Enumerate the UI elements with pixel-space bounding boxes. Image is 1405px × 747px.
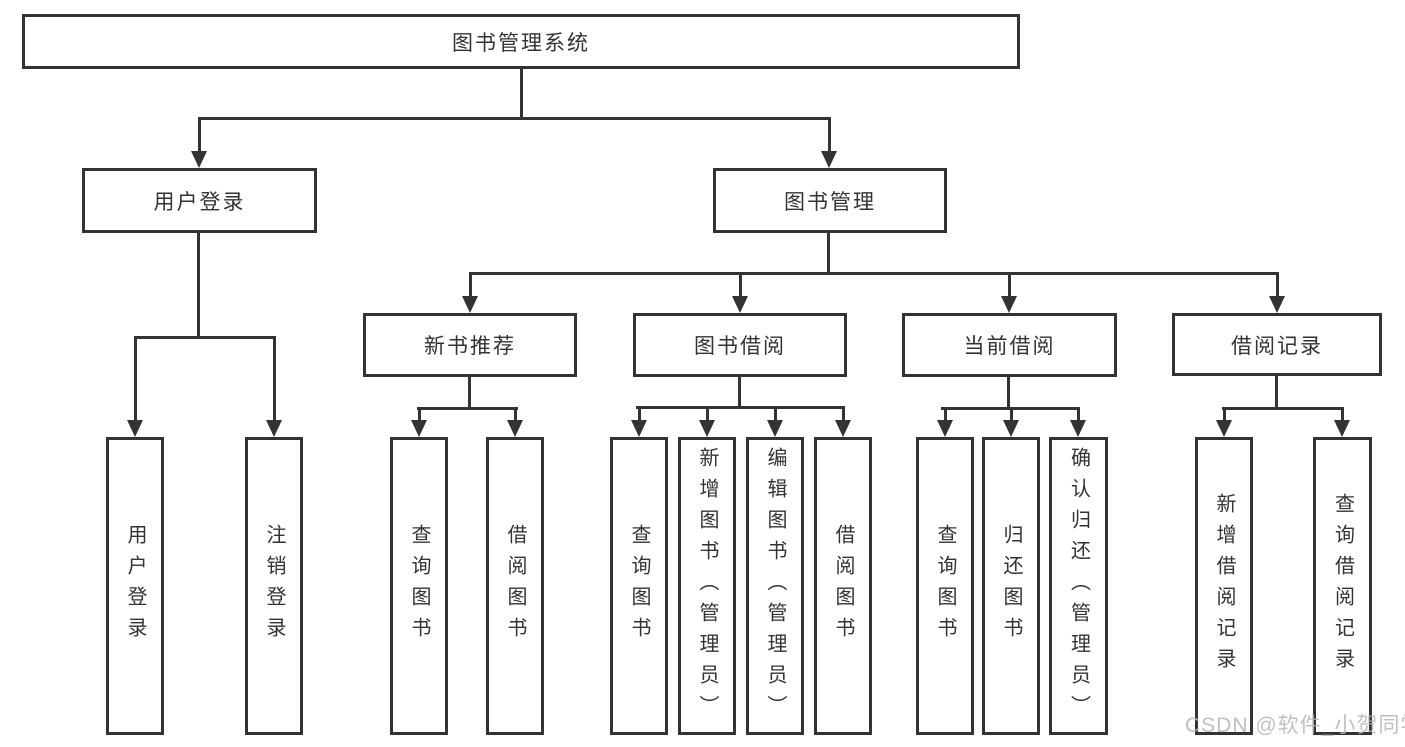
leaf-label: 查询图书 [408,524,430,648]
connector-line [418,407,421,421]
connector-line [636,406,844,409]
node-root-library-management-system: 图书管理系统 [22,14,1020,69]
leaf-label: 查询图书 [934,524,956,648]
connector-line [1008,272,1011,297]
node-book-borrowing: 图书借阅 [633,313,847,377]
connector-line [706,406,709,421]
arrow-down-icon [1269,296,1285,313]
arrow-down-icon [767,420,783,437]
leaf-label: 借阅图书 [832,524,854,648]
leaf-label: 查询借阅记录 [1331,493,1354,679]
connector-line [1275,375,1278,410]
leaf-add-book-admin: 新增图书（管理员） [678,437,736,735]
leaf-edit-book-admin: 编辑图书（管理员） [746,437,804,735]
connector-line [739,272,742,297]
node-current-borrowing: 当前借阅 [902,313,1117,377]
connector-line [198,117,201,152]
arrow-down-icon [462,296,478,313]
node-user-login: 用户登录 [82,168,317,233]
leaf-query-books: 查询图书 [916,437,974,735]
node-new-book-recommendation: 新书推荐 [363,313,577,377]
leaf-label: 新增图书（管理员） [696,446,718,726]
arrow-down-icon [732,296,748,313]
leaf-confirm-return-admin: 确认归还（管理员） [1049,437,1108,735]
node-label: 当前借阅 [963,335,1056,358]
connector-line [197,233,200,339]
leaf-label: 用户登录 [124,524,146,648]
connector-line [1010,407,1013,421]
leaf-borrow-books: 借阅图书 [486,437,544,735]
connector-line [134,336,276,339]
connector-line [1276,272,1279,297]
arrow-down-icon [411,420,427,437]
leaf-user-login: 用户登录 [106,437,164,735]
leaf-query-borrow-record: 查询借阅记录 [1313,437,1372,735]
node-label: 图书管理系统 [452,31,590,55]
connector-line [273,336,276,421]
arrow-down-icon [1070,420,1086,437]
arrow-down-icon [191,151,207,168]
node-label: 用户登录 [153,190,246,214]
node-label: 图书管理 [784,190,876,214]
leaf-label: 注销登录 [263,524,285,648]
leaf-add-borrow-record: 新增借阅记录 [1195,437,1253,735]
connector-line [774,406,777,421]
node-book-management: 图书管理 [713,168,947,233]
arrow-down-icon [1001,296,1017,313]
leaf-return-books: 归还图书 [982,437,1040,735]
connector-line [198,117,831,120]
node-label: 借阅记录 [1231,334,1323,358]
leaf-query-books: 查询图书 [610,437,668,735]
connector-line [134,336,137,421]
csdn-watermark: CSDN @软件_小贺同学 [1185,714,1405,737]
leaf-label: 确认归还（管理员） [1067,446,1090,726]
connector-line [469,272,1279,275]
connector-line [1341,407,1344,421]
node-borrowing-records: 借阅记录 [1172,313,1382,376]
leaf-label: 查询图书 [628,524,650,648]
arrow-down-icon [631,420,647,437]
connector-line [514,407,517,421]
connector-line [638,406,641,421]
connector-line [1223,407,1226,421]
connector-line [1077,407,1080,421]
node-label: 图书借阅 [694,335,786,358]
connector-line [417,407,518,410]
connector-line [1007,376,1010,410]
arrow-down-icon [1334,420,1350,437]
connector-line [827,233,830,275]
connector-line [944,407,947,421]
leaf-borrow-books: 借阅图书 [814,437,872,735]
connector-line [520,68,523,119]
arrow-down-icon [507,420,523,437]
connector-line [469,272,472,297]
leaf-label: 借阅图书 [504,524,526,648]
connector-line [1222,407,1344,410]
arrow-down-icon [821,151,837,168]
arrow-down-icon [937,420,953,437]
arrow-down-icon [699,420,715,437]
connector-line [468,377,471,410]
leaf-label: 归还图书 [1000,524,1022,648]
connector-line [828,117,831,152]
arrow-down-icon [1003,420,1019,437]
node-label: 新书推荐 [424,335,516,358]
arrow-down-icon [835,420,851,437]
connector-line [738,377,741,409]
leaf-label: 新增借阅记录 [1213,493,1235,679]
arrow-down-icon [1216,420,1232,437]
leaf-query-books: 查询图书 [390,437,448,735]
arrow-down-icon [127,420,143,437]
leaf-logout: 注销登录 [245,437,303,735]
arrow-down-icon [266,420,282,437]
connector-line [842,406,845,421]
leaf-label: 编辑图书（管理员） [764,446,786,726]
